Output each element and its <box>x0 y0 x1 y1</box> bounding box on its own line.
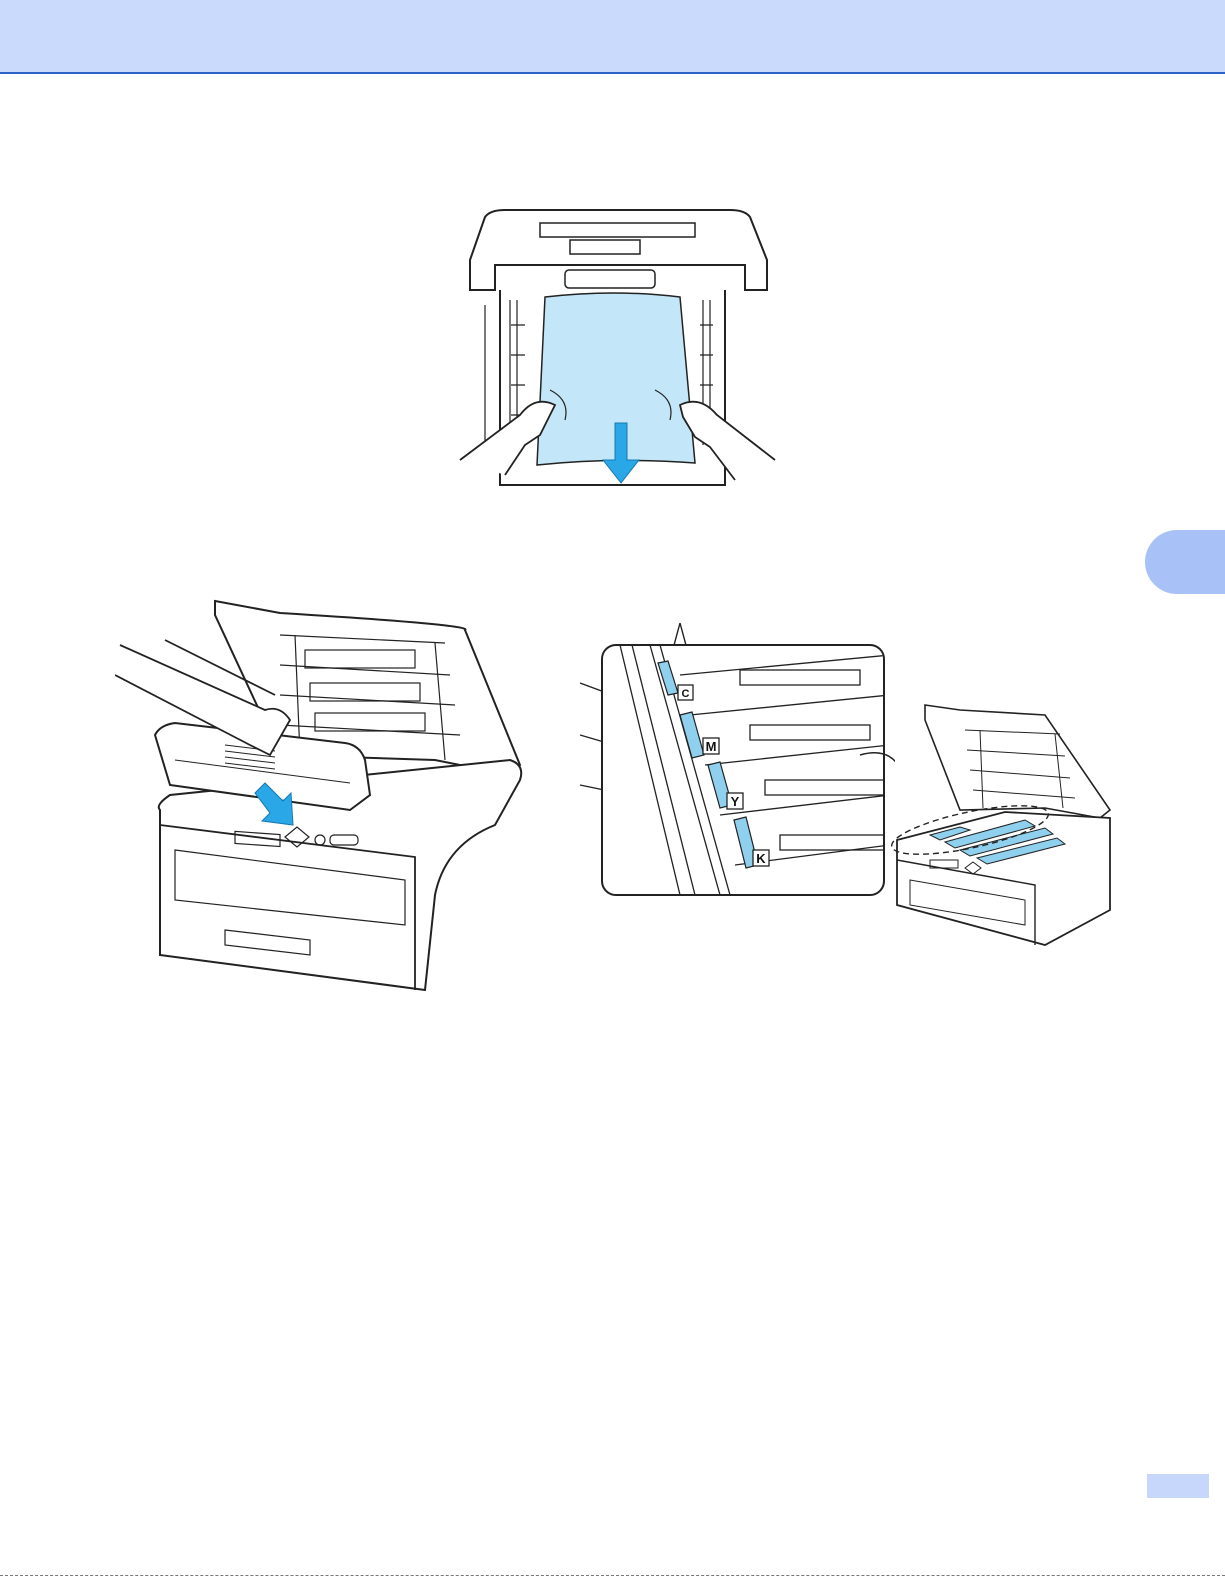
label-k: K <box>756 851 766 866</box>
label-m: M <box>706 739 717 754</box>
footer-rule <box>0 1575 1225 1576</box>
printer-overview-illustration <box>885 700 1115 950</box>
paper-removal-illustration <box>455 205 785 495</box>
label-y: Y <box>731 794 740 809</box>
chapter-tab <box>1145 530 1225 594</box>
page-number-box <box>1147 1474 1209 1498</box>
label-c: C <box>682 688 690 700</box>
printer-top-cover <box>470 210 767 290</box>
drum-insert-illustration <box>115 595 535 995</box>
header-band <box>0 0 1225 74</box>
drum-guides-closeup: C M Y K <box>560 615 895 900</box>
